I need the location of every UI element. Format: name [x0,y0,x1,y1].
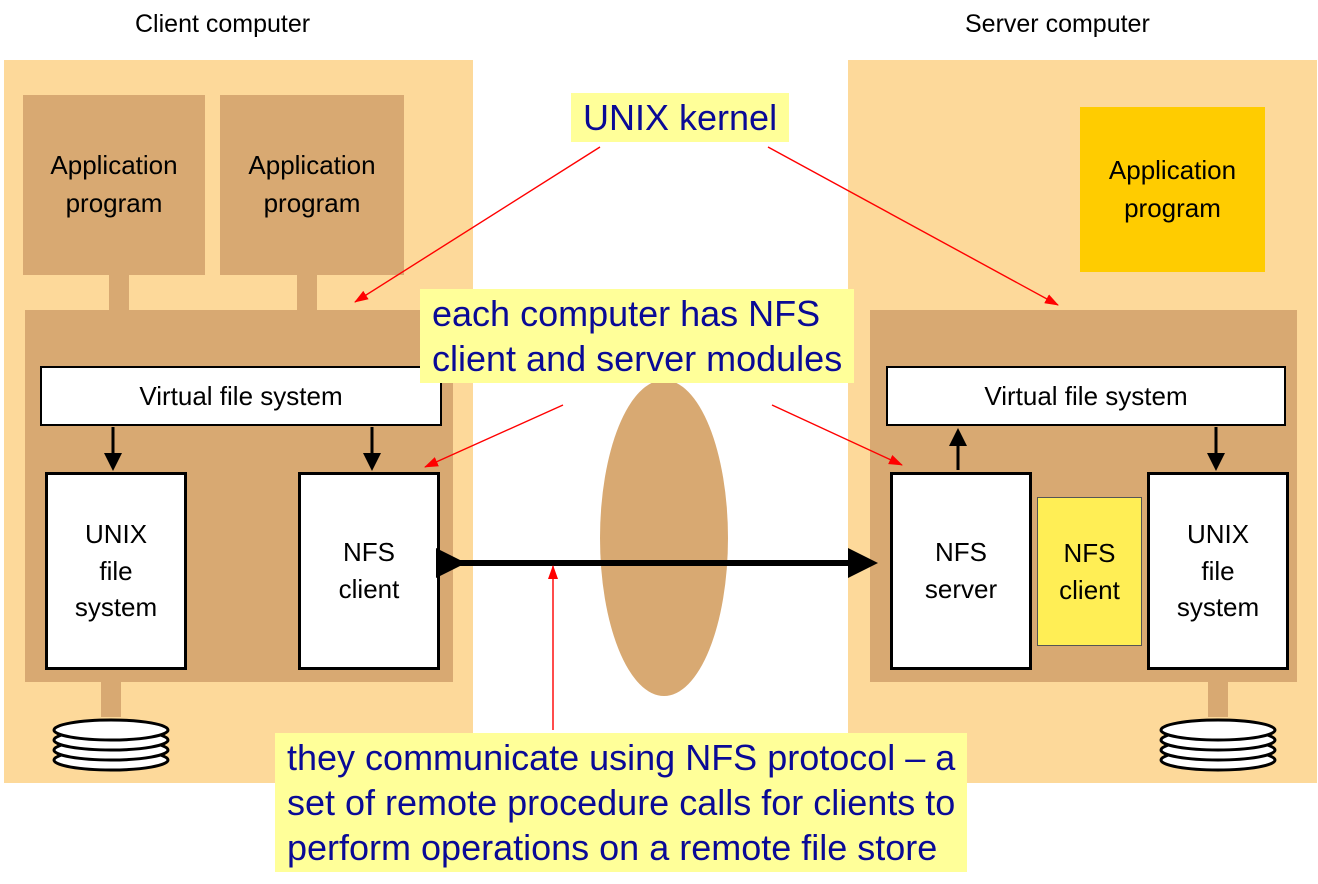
client-computer-title: Client computer [135,10,311,38]
modules-pointer-client [424,404,564,468]
client-disk-connector [101,681,121,717]
client-application-program-2: Application program [220,95,404,275]
network-ellipse [600,380,728,696]
server-virtual-file-system: Virtual file system [886,366,1286,426]
kernel-pointer-client [354,146,601,303]
server-unix-file-system: UNIX file system [1147,472,1289,670]
client-nfs-client: NFS client [298,472,440,670]
server-application-program: Application program [1080,107,1265,272]
client-virtual-file-system: Virtual file system [40,366,442,426]
server-nfs-server: NFS server [890,472,1032,670]
modules-pointer-server [771,404,903,466]
server-disk-icon [1159,718,1277,772]
server-disk-connector [1208,681,1228,717]
client-app1-connector [109,273,129,313]
client-unix-file-system: UNIX file system [45,472,187,670]
unix-kernel-callout: UNIX kernel [571,93,790,142]
client-app2-connector [297,273,317,313]
server-computer-title: Server computer [965,10,1150,38]
kernel-pointer-server [767,146,1059,306]
nfs-protocol-callout: they communicate using NFS protocol – a … [275,733,968,872]
server-nfs-client: NFS client [1037,497,1142,646]
nfs-modules-callout: each computer has NFS client and server … [420,289,855,383]
client-application-program-1: Application program [23,95,205,275]
client-disk-icon [52,718,170,772]
